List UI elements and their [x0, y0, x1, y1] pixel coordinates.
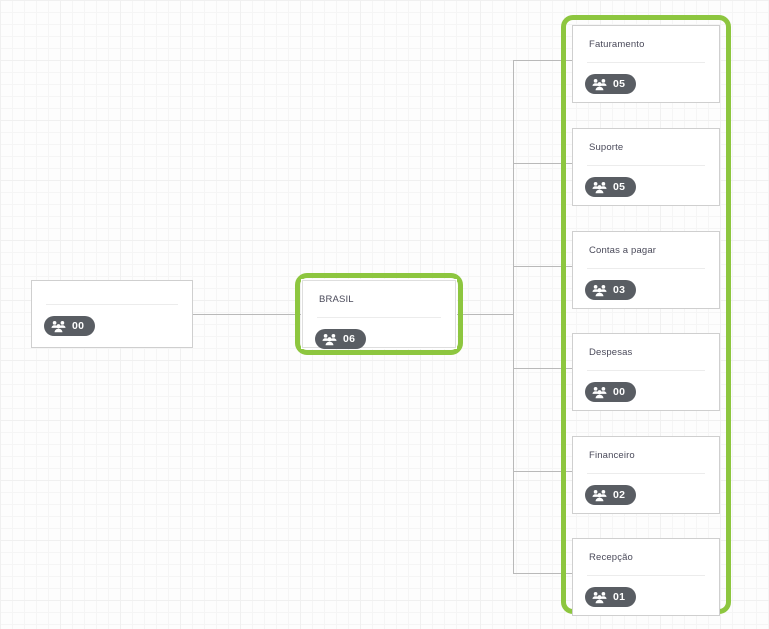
connector-trunk-to-dept-3	[513, 368, 572, 369]
org-node-member-count: 05	[613, 181, 626, 193]
org-node-brasil-title: BRASIL	[319, 294, 354, 305]
users-group-icon	[592, 284, 607, 296]
connector-trunk-to-dept-4	[513, 471, 572, 472]
org-node-root[interactable]: 00	[31, 280, 193, 348]
org-node-divider	[587, 62, 705, 63]
org-node-member-badge[interactable]: 02	[585, 485, 637, 505]
users-group-icon	[592, 386, 607, 398]
users-group-icon	[51, 320, 66, 332]
org-node-badge-wrap: 03	[573, 269, 719, 302]
org-node-root-member-badge[interactable]: 00	[44, 316, 96, 336]
org-node-member-badge[interactable]: 05	[585, 74, 637, 94]
org-node-title: Suporte	[589, 142, 624, 153]
org-node-member-count: 03	[613, 284, 626, 296]
org-node-badge-wrap: 01	[573, 576, 719, 609]
org-node-brasil-member-count: 06	[343, 333, 356, 345]
org-node-brasil-badge-wrap: 06	[303, 318, 455, 351]
org-node-divider	[587, 165, 705, 166]
org-node-despesas[interactable]: Despesas 00	[572, 333, 720, 411]
org-node-badge-wrap: 02	[573, 474, 719, 507]
org-node-brasil[interactable]: BRASIL 06	[302, 280, 456, 351]
org-node-root-badge-wrap: 00	[32, 305, 192, 338]
org-node-title: Despesas	[589, 347, 633, 358]
org-node-root-title	[32, 281, 192, 293]
org-node-member-count: 01	[613, 591, 626, 603]
org-node-badge-wrap: 05	[573, 166, 719, 199]
org-node-member-badge[interactable]: 05	[585, 177, 637, 197]
org-node-member-badge[interactable]: 00	[585, 382, 637, 402]
users-group-icon	[592, 591, 607, 603]
org-node-member-badge[interactable]: 03	[585, 280, 637, 300]
org-node-contas-a-pagar[interactable]: Contas a pagar 03	[572, 231, 720, 309]
org-node-title: Faturamento	[589, 39, 645, 50]
selection-ring-departments	[561, 15, 731, 614]
org-node-recepcao[interactable]: Recepção 01	[572, 538, 720, 616]
org-node-badge-wrap: 00	[573, 371, 719, 404]
org-node-suporte[interactable]: Suporte 05	[572, 128, 720, 206]
org-node-divider	[587, 268, 705, 269]
users-group-icon	[592, 181, 607, 193]
selection-ring-brasil	[295, 273, 463, 355]
org-node-title: Recepção	[589, 552, 633, 563]
org-node-badge-wrap: 05	[573, 63, 719, 96]
org-node-divider	[587, 473, 705, 474]
org-node-brasil-member-badge[interactable]: 06	[315, 329, 367, 349]
connector-trunk-to-dept-2	[513, 266, 572, 267]
connector-trunk-to-dept-0	[513, 60, 572, 61]
connector-trunk-vertical	[513, 60, 514, 574]
org-node-title: Financeiro	[589, 450, 635, 461]
org-node-brasil-divider	[317, 317, 441, 318]
org-node-divider	[587, 575, 705, 576]
org-node-member-count: 00	[613, 386, 626, 398]
users-group-icon	[322, 333, 337, 345]
connector-brasil-to-trunk	[456, 314, 514, 315]
org-node-member-count: 02	[613, 489, 626, 501]
org-node-title: Contas a pagar	[589, 245, 657, 256]
org-node-member-count: 05	[613, 78, 626, 90]
org-node-financeiro[interactable]: Financeiro 02	[572, 436, 720, 514]
org-node-root-divider	[46, 304, 178, 305]
org-node-faturamento[interactable]: Faturamento 05	[572, 25, 720, 103]
connector-trunk-to-dept-1	[513, 163, 572, 164]
connector-trunk-to-dept-5	[513, 573, 572, 574]
org-node-member-badge[interactable]: 01	[585, 587, 637, 607]
org-node-divider	[587, 370, 705, 371]
users-group-icon	[592, 489, 607, 501]
users-group-icon	[592, 78, 607, 90]
connector-root-to-brasil	[193, 314, 302, 315]
org-node-root-member-count: 00	[72, 320, 85, 332]
